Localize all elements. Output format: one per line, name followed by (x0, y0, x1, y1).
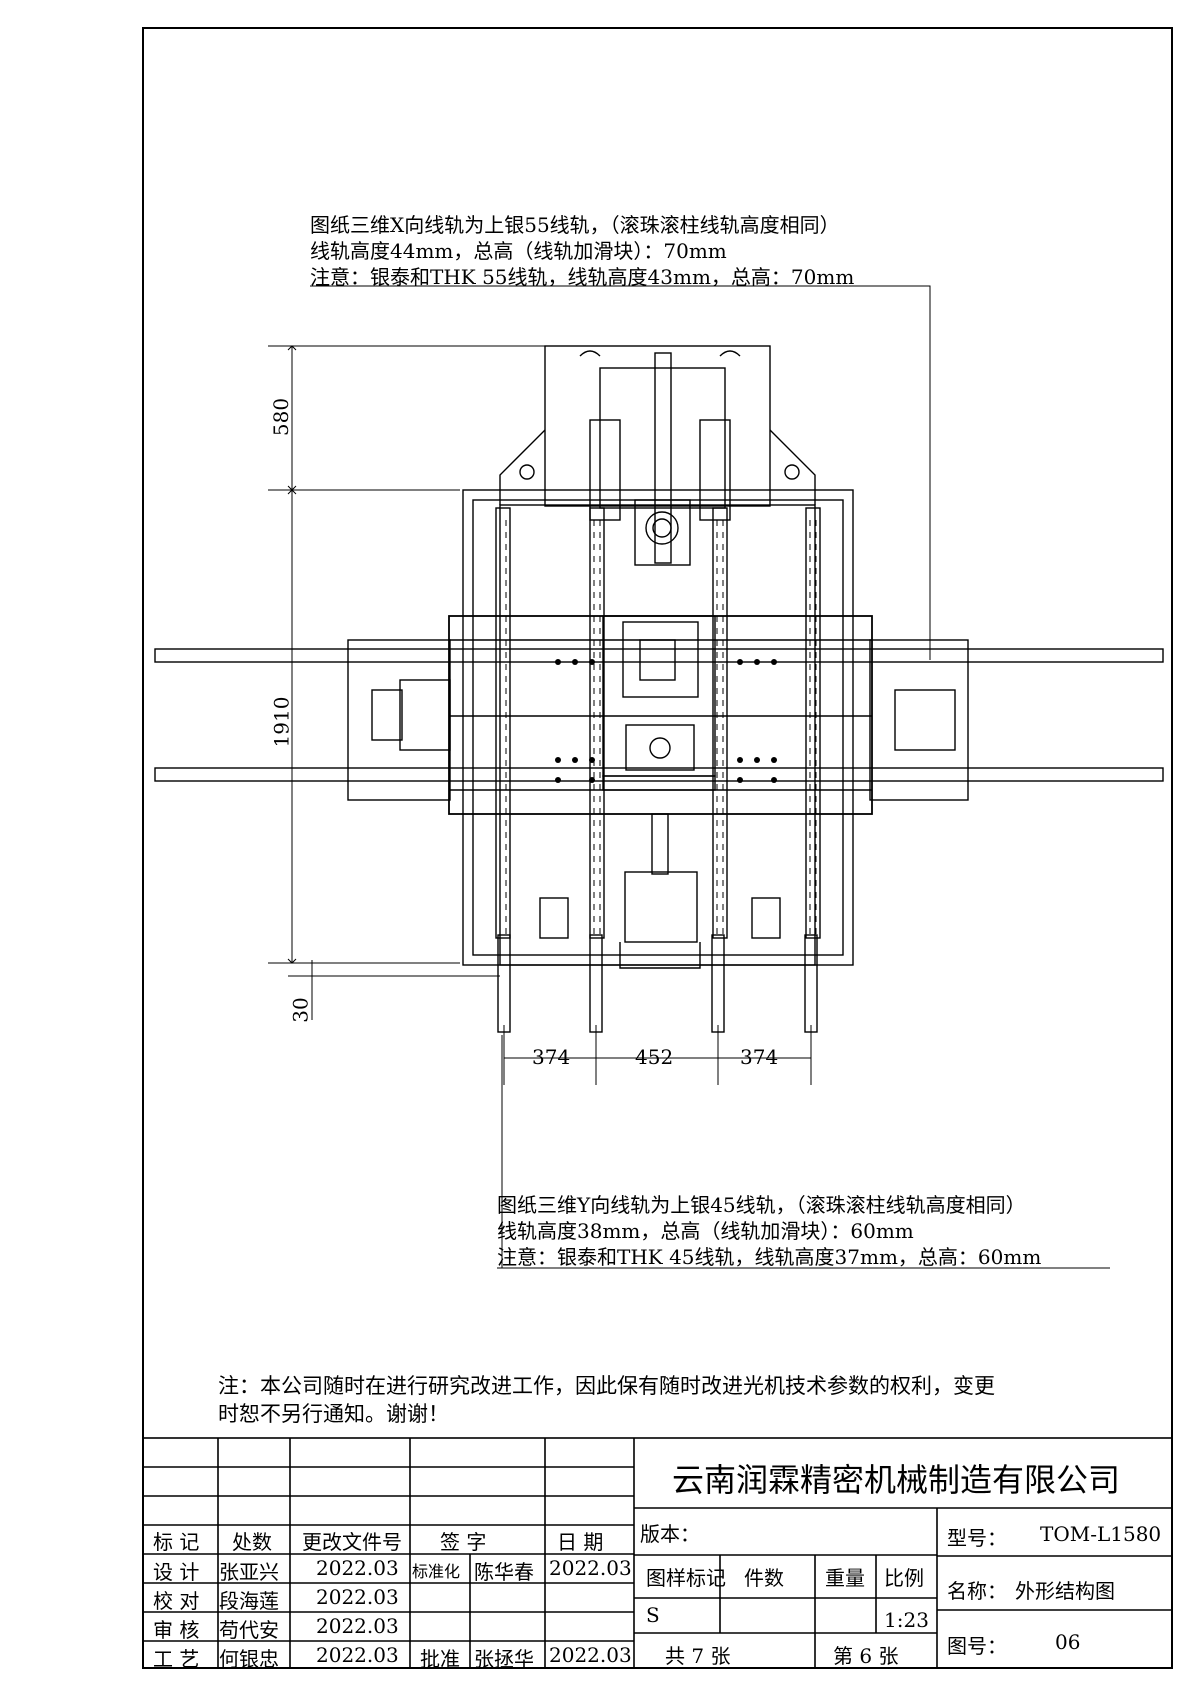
role-design: 设 计 (153, 1560, 200, 1584)
date-design: 2022.03 (316, 1556, 399, 1580)
header-doc: 更改文件号 (302, 1530, 402, 1554)
y-rail-note: 图纸三维Y向线轨为上银45线轨，（滚珠滚柱线轨高度相同） 线轨高度38mm，总高… (497, 1192, 1041, 1270)
company-name: 云南润霖精密机械制造有限公司 (672, 1461, 1121, 1499)
dim-580: 580 (269, 397, 294, 437)
role-process: 工 艺 (153, 1647, 200, 1671)
name-check: 段海莲 (219, 1589, 279, 1613)
y-rail-note-line3: 注意：银泰和THK 45线轨，线轨高度37mm，总高：60mm (497, 1245, 1042, 1269)
name-label: 名称： (947, 1579, 1007, 1603)
standard-label: 标准化 (412, 1562, 461, 1581)
dim-30: 30 (288, 997, 313, 1023)
y-rail-note-line1: 图纸三维Y向线轨为上银45线轨，（滚珠滚柱线轨高度相同） (497, 1193, 1026, 1217)
approve-label: 批准 (420, 1647, 460, 1671)
mark-value: S (646, 1603, 660, 1627)
name-design: 张亚兴 (219, 1560, 279, 1584)
x-rail-note-line2: 线轨高度44mm，总高（线轨加滑块）：70mm (310, 239, 727, 263)
weight-label: 重量 (825, 1566, 865, 1590)
company-note: 注：本公司随时在进行研究改进工作，因此保有随时改进光机技术参数的权利，变更 时恕… (218, 1372, 995, 1428)
version-label: 版本： (640, 1522, 700, 1546)
approve-date: 2022.03 (549, 1643, 632, 1667)
role-review: 审 核 (153, 1618, 200, 1642)
role-check: 校 对 (153, 1589, 200, 1613)
machine-top-view (154, 345, 1164, 1033)
qty-label: 件数 (744, 1566, 784, 1590)
name-value: 外形结构图 (1015, 1579, 1115, 1603)
model-label: 型号： (947, 1526, 1007, 1550)
sheet-number: 第 6 张 (833, 1644, 899, 1668)
title-block-grid (142, 1437, 1173, 1669)
name-process: 何银忠 (219, 1647, 279, 1671)
date-check: 2022.03 (316, 1585, 399, 1609)
scale-label: 比例 (884, 1566, 924, 1590)
date-review: 2022.03 (316, 1614, 399, 1638)
approve-name: 张拯华 (474, 1647, 534, 1671)
dim-374-left: 374 (532, 1045, 571, 1069)
dim-1910: 1910 (269, 696, 294, 748)
name-review: 苟代安 (219, 1618, 279, 1642)
drawing-no-label: 图号： (947, 1634, 1007, 1658)
company-note-line1: 注：本公司随时在进行研究改进工作，因此保有随时改进光机技术参数的权利，变更 (218, 1374, 995, 1398)
standard-name: 陈华春 (474, 1560, 534, 1584)
standard-date: 2022.03 (549, 1556, 632, 1580)
mark-label: 图样标记 (646, 1566, 726, 1590)
date-process: 2022.03 (316, 1643, 399, 1667)
scale-value: 1:23 (884, 1608, 929, 1632)
header-sign: 签 字 (440, 1530, 487, 1554)
x-rail-note: 图纸三维X向线轨为上银55线轨，（滚珠滚柱线轨高度相同） 线轨高度44mm，总高… (310, 212, 854, 290)
x-rail-note-line1: 图纸三维X向线轨为上银55线轨，（滚珠滚柱线轨高度相同） (310, 213, 840, 237)
header-mark: 标 记 (153, 1530, 200, 1554)
dimension-lines (268, 285, 1110, 1269)
header-date: 日 期 (557, 1530, 604, 1554)
total-sheets: 共 7 张 (665, 1644, 731, 1668)
model-value: TOM-L1580 (1040, 1522, 1162, 1546)
x-rail-note-line3: 注意：银泰和THK 55线轨，线轨高度43mm，总高：70mm (310, 265, 855, 289)
company-note-line2: 时恕不另行通知。谢谢！ (218, 1402, 449, 1426)
drawing-no-value: 06 (1055, 1630, 1081, 1654)
header-count: 处数 (232, 1530, 272, 1554)
dim-452: 452 (635, 1045, 674, 1069)
y-rail-note-line2: 线轨高度38mm，总高（线轨加滑块）：60mm (497, 1219, 914, 1243)
dim-374-right: 374 (740, 1045, 779, 1069)
